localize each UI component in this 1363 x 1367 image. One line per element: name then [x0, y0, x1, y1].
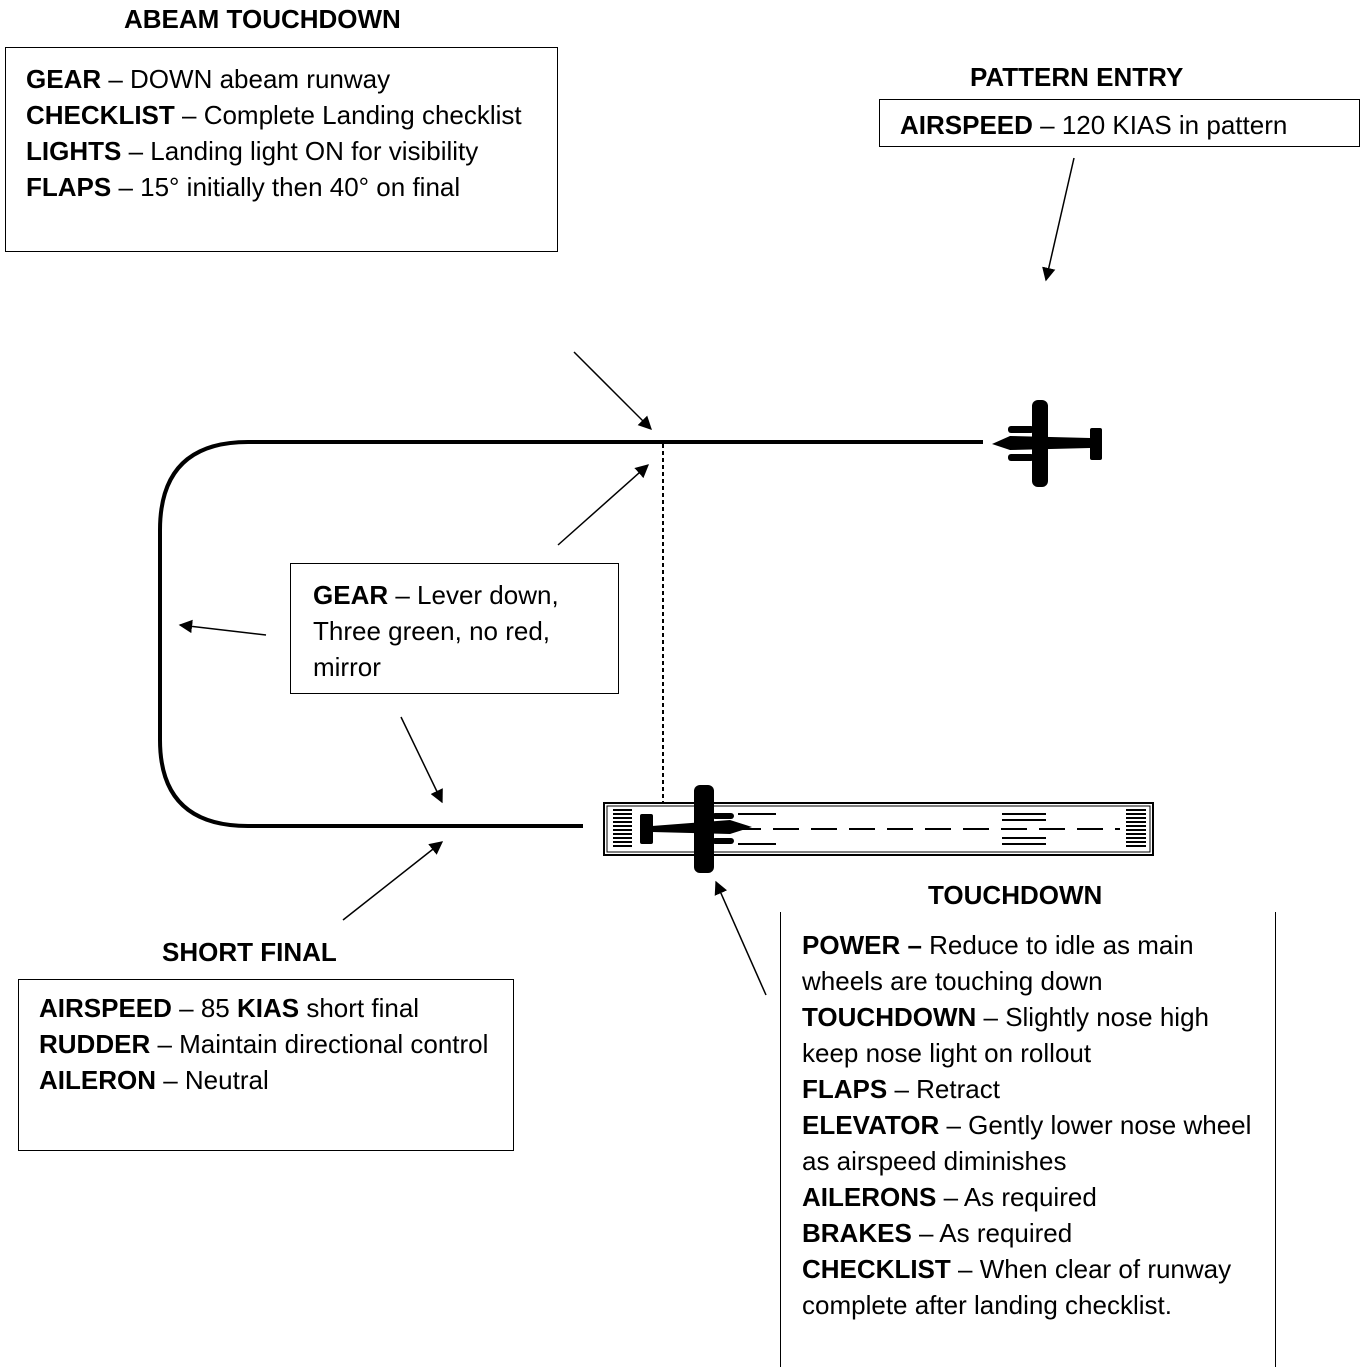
runway-touchdown-markings: [738, 813, 1046, 845]
touchdown-box: POWER – Reduce to idle as main wheels ar…: [780, 912, 1276, 1367]
abeam-touchdown-title: ABEAM TOUCHDOWN: [124, 4, 401, 34]
touchdown-line-ailerons: AILERONS – As required: [802, 1182, 1097, 1212]
arrow-gear-to-abeam: [557, 464, 650, 546]
airplane-touchdown-icon: [640, 785, 752, 873]
gear-check-box: GEAR – Lever down, Three green, no red, …: [290, 563, 619, 694]
short-final-line-rudder: RUDDER – Maintain directional control: [39, 1029, 489, 1059]
arrow-pattern-entry-to-airplane: [1042, 157, 1075, 282]
abeam-line-flaps: FLAPS – 15° initially then 40° on final: [26, 172, 461, 202]
arrow-abeam-to-pattern: [573, 351, 652, 430]
runway-threshold-left: [613, 809, 632, 847]
airplane-pattern-entry-icon: [992, 400, 1102, 487]
pattern-entry-box: AIRSPEED – 120 KIAS in pattern: [879, 99, 1360, 147]
pattern-path: [158, 440, 983, 828]
abeam-touchdown-box: GEAR – DOWN abeam runway CHECKLIST – Com…: [5, 47, 558, 252]
touchdown-line-brakes: BRAKES – As required: [802, 1218, 1073, 1248]
gear-check-line: GEAR – Lever down, Three green, no red, …: [313, 580, 559, 682]
touchdown-line-power: POWER – Reduce to idle as main wheels ar…: [802, 930, 1194, 996]
short-final-line-aileron: AILERON – Neutral: [39, 1065, 269, 1095]
touchdown-title: TOUCHDOWN: [928, 880, 1103, 910]
touchdown-line-checklist: CHECKLIST – When clear of runway complet…: [802, 1254, 1232, 1320]
touchdown-line-elevator: ELEVATOR – Gently lower nose wheel as ai…: [802, 1110, 1252, 1176]
abeam-line-checklist: CHECKLIST – Complete Landing checklist: [26, 100, 522, 130]
short-final-line-airspeed: AIRSPEED – 85 KIAS short final: [39, 993, 420, 1023]
arrow-touchdown-to-airplane: [714, 880, 767, 996]
arrow-gear-to-base: [178, 619, 267, 636]
abeam-line-lights: LIGHTS – Landing light ON for visibility: [26, 136, 479, 166]
arrow-short-final-to-path: [342, 841, 444, 921]
short-final-box: AIRSPEED – 85 KIAS short final RUDDER – …: [18, 979, 514, 1151]
abeam-line-gear: GEAR – DOWN abeam runway: [26, 64, 391, 94]
short-final-title: SHORT FINAL: [162, 937, 337, 967]
arrow-gear-to-final: [400, 716, 443, 804]
touchdown-line-flaps: FLAPS – Retract: [802, 1074, 1000, 1104]
runway-threshold-right: [1126, 809, 1146, 847]
pattern-entry-title: PATTERN ENTRY: [970, 62, 1184, 92]
touchdown-line-touchdown: TOUCHDOWN – Slightly nose high keep nose…: [802, 1002, 1209, 1068]
pattern-entry-line-airspeed: AIRSPEED – 120 KIAS in pattern: [900, 110, 1288, 140]
